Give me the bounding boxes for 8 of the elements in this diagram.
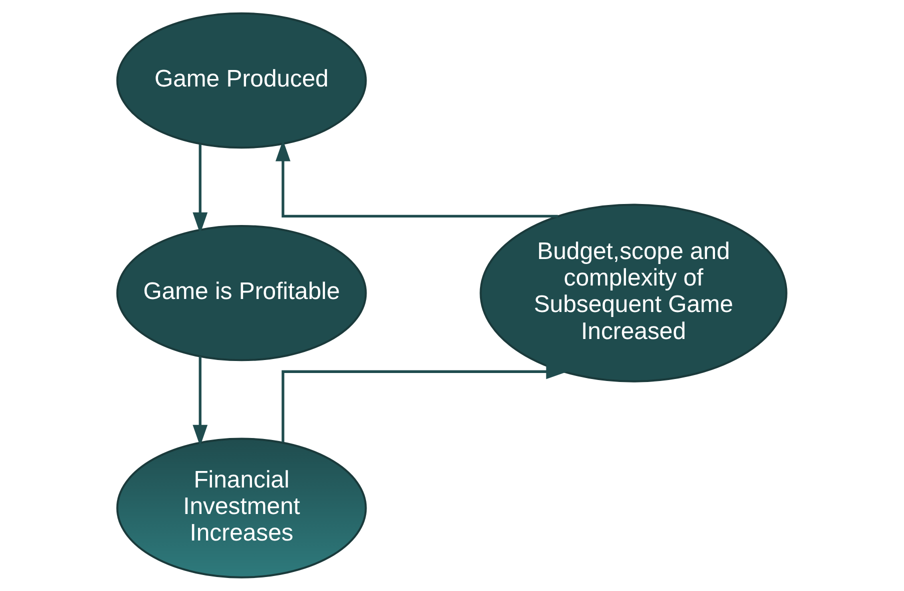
arrow xyxy=(192,144,208,234)
node-ellipse: Financial Investment Increases xyxy=(116,438,367,578)
node-ellipse: Game Produced xyxy=(116,12,367,149)
arrow xyxy=(282,364,568,442)
node-ellipse: Game is Profitable xyxy=(116,224,367,362)
arrow xyxy=(276,140,558,218)
node-ellipse: Budget,scope and complexity of Subsequent Game Increased xyxy=(480,204,788,382)
arrow xyxy=(192,356,208,446)
